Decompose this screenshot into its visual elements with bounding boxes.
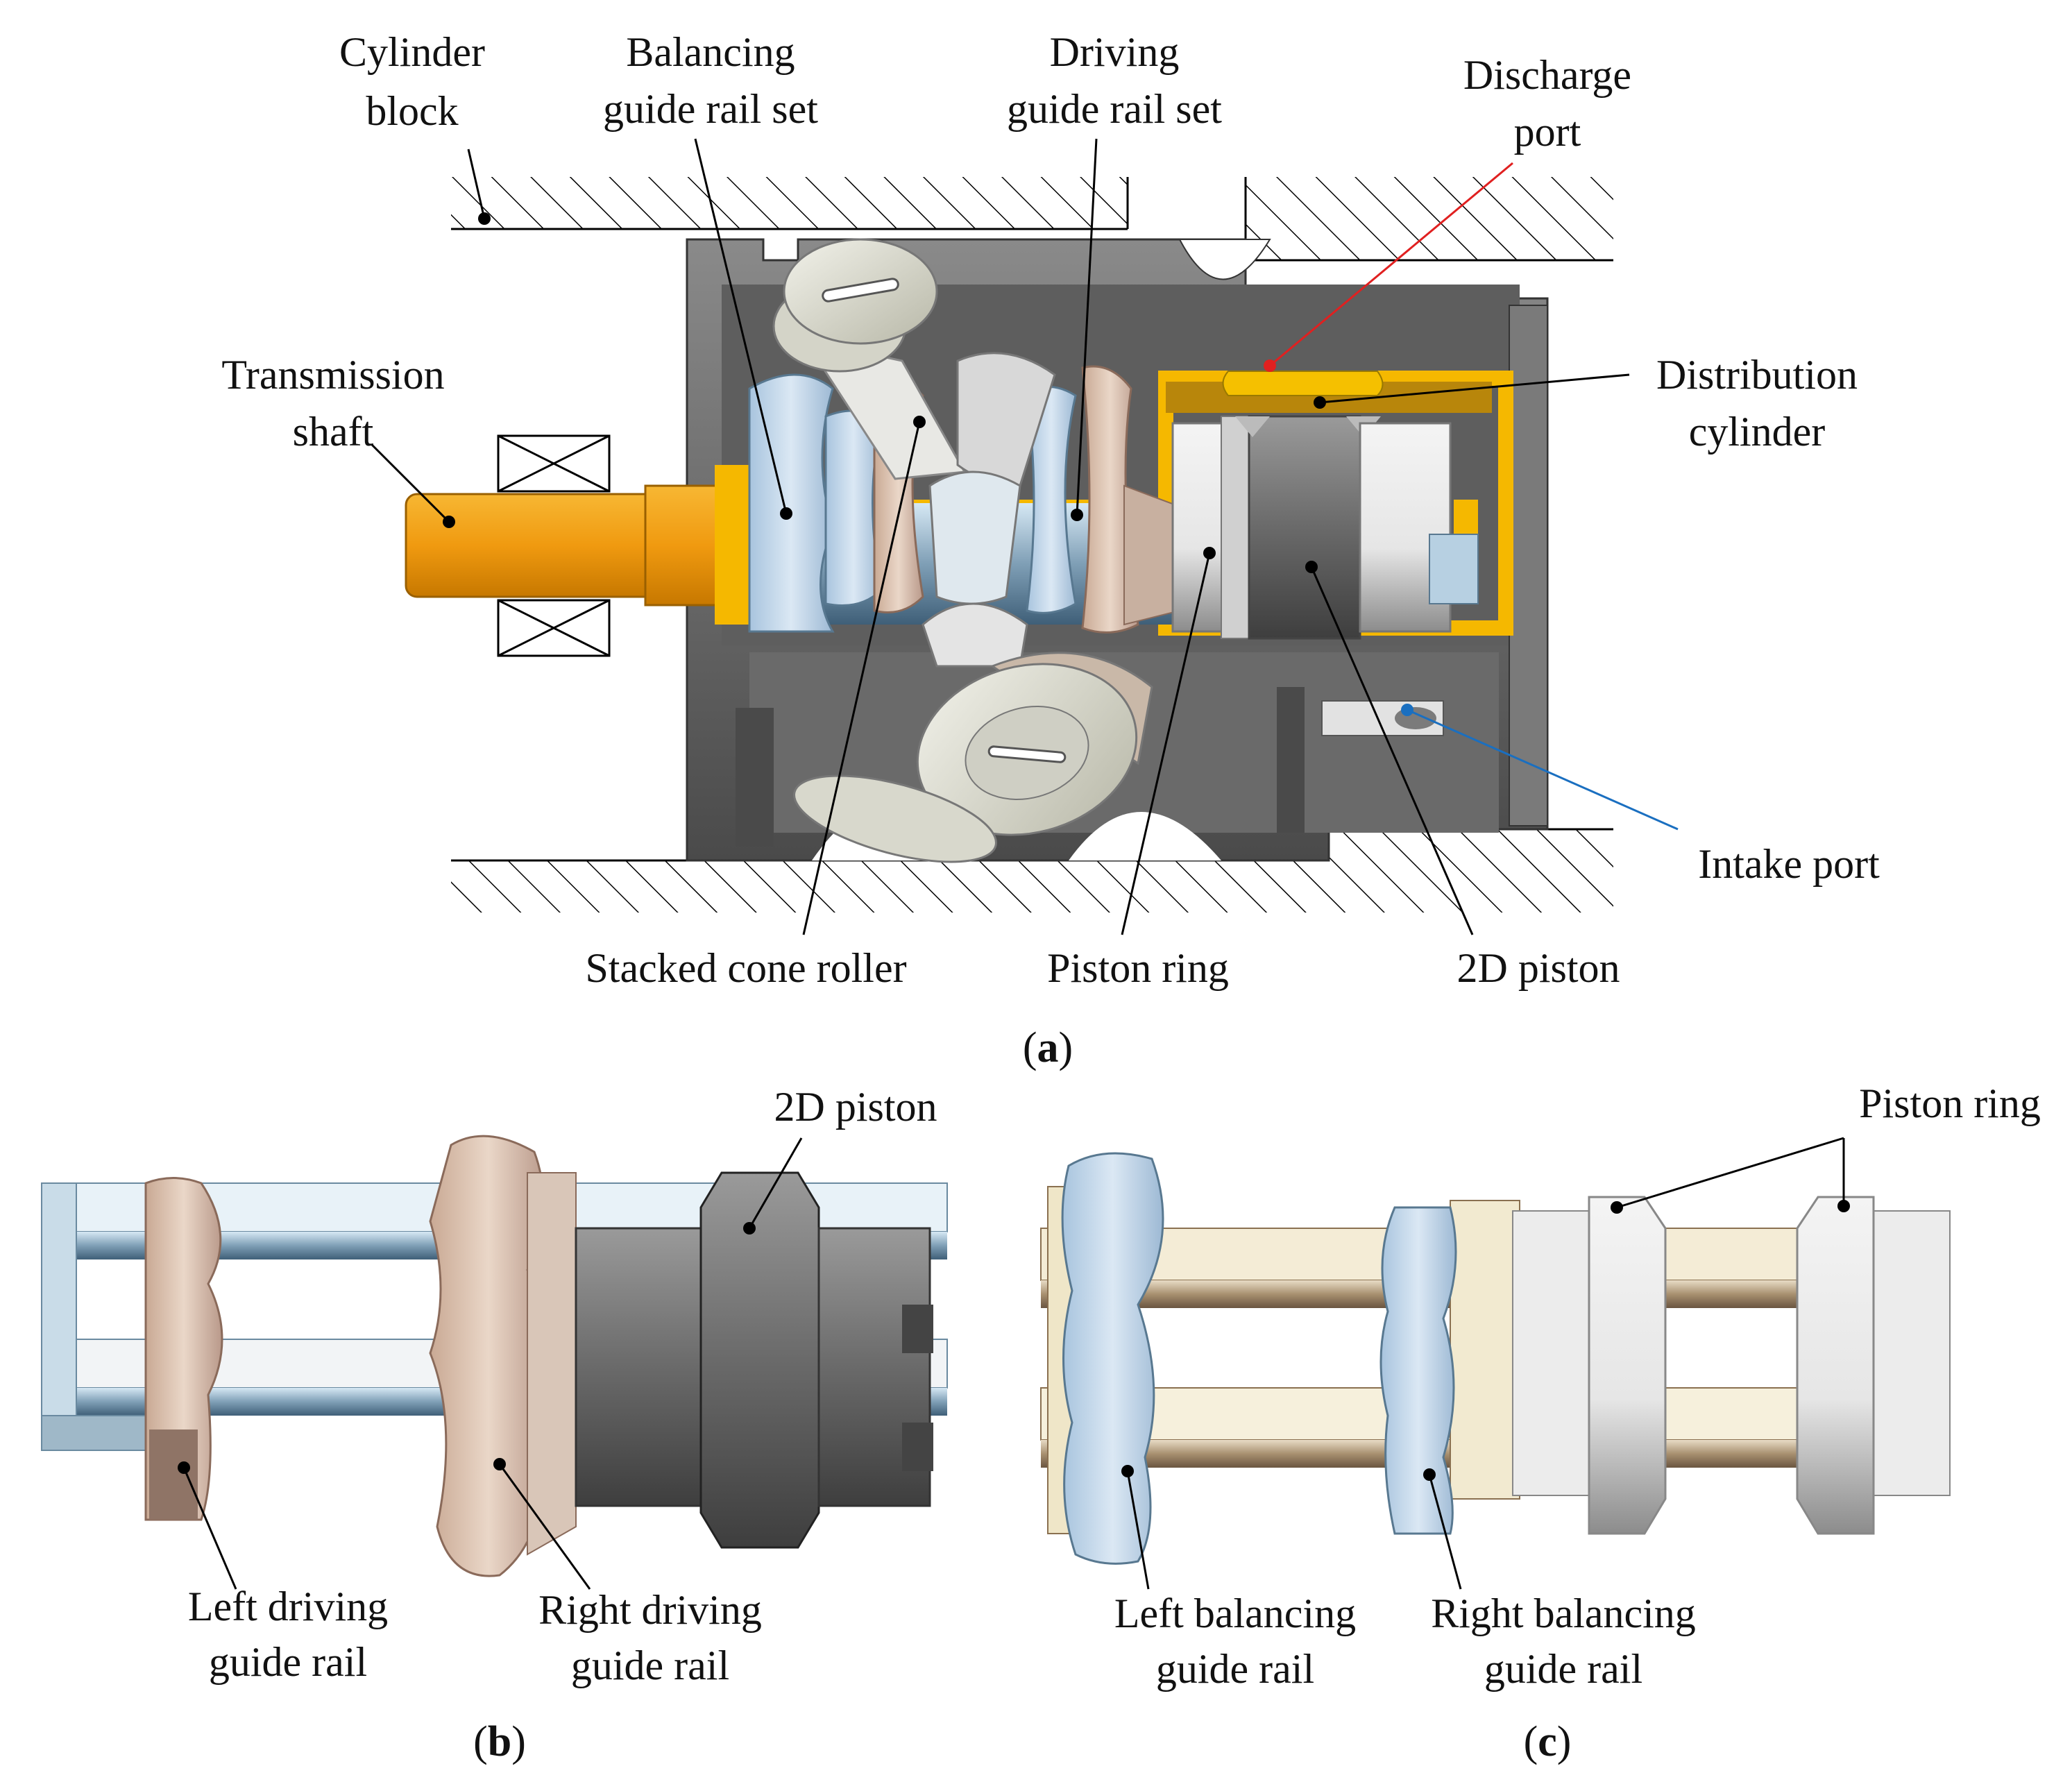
label-balancing-set-line1: Balancing <box>626 29 795 75</box>
caption-a: (a) <box>1023 1024 1073 1071</box>
caption-a-letter: a <box>1037 1024 1059 1071</box>
label-discharge-port-line2: port <box>1514 109 1581 155</box>
label-right-balancing-line1: Right balancing <box>1431 1590 1696 1636</box>
right-driving-guide-rail <box>429 1135 577 1577</box>
driving-guide-rail-set <box>1026 365 1180 634</box>
label-left-balancing-line2: guide rail <box>1156 1646 1314 1692</box>
label-piston-ring-c: Piston ring <box>1859 1080 2041 1126</box>
panel-b: 2D piston Left driving guide rail Right … <box>41 1084 948 1765</box>
caption-b-letter: b <box>488 1718 511 1765</box>
bearing-bottom <box>497 599 611 657</box>
label-right-driving-line2: guide rail <box>571 1643 729 1688</box>
stacked-cone-roller <box>772 238 1153 863</box>
discharge-port-shape <box>1222 371 1384 396</box>
caption-b: (b) <box>473 1718 526 1765</box>
left-driving-guide-rail <box>144 1177 223 1521</box>
caption-c: (c) <box>1524 1718 1572 1765</box>
balancing-guide-rail-set <box>748 373 924 633</box>
label-cylinder-block-line1: Cylinder <box>339 29 485 75</box>
label-transmission-shaft-line1: Transmission <box>221 352 444 398</box>
panel-c: Piston ring Left balancing guide rail Ri… <box>1040 1080 2041 1765</box>
label-distribution-cylinder-line2: cylinder <box>1689 409 1826 455</box>
label-left-driving-line1: Left driving <box>188 1584 388 1629</box>
2d-piston <box>1235 415 1479 640</box>
label-left-driving-line2: guide rail <box>209 1639 367 1685</box>
label-driving-set-line1: Driving <box>1050 29 1180 75</box>
2d-piston-b <box>575 1171 933 1549</box>
leaders-a <box>370 138 1679 935</box>
leaders-b <box>178 1137 803 1590</box>
label-driving-set-line2: guide rail set <box>1007 86 1222 132</box>
label-discharge-port-line1: Discharge <box>1463 52 1631 98</box>
right-balancing-guide-rail <box>1379 1206 1457 1535</box>
panel-a: Cylinder block Balancing guide rail set … <box>221 29 1880 1071</box>
piston-rings-c <box>1588 1196 1875 1535</box>
label-right-driving-line1: Right driving <box>538 1587 762 1633</box>
label-intake-port: Intake port <box>1698 841 1880 887</box>
label-2d-piston-b: 2D piston <box>774 1084 937 1130</box>
label-balancing-set-line2: guide rail set <box>603 86 818 132</box>
label-cylinder-block-line2: block <box>366 88 458 134</box>
caption-c-letter: c <box>1538 1718 1557 1765</box>
left-balancing-guide-rail <box>1061 1152 1164 1565</box>
label-right-balancing-line2: guide rail <box>1484 1646 1642 1692</box>
leaders-c <box>1121 1137 1850 1590</box>
bearing-top <box>497 434 611 493</box>
piston-ring <box>1171 416 1250 639</box>
label-distribution-cylinder-line1: Distribution <box>1656 352 1858 398</box>
label-2d-piston: 2D piston <box>1457 945 1620 991</box>
label-stacked-cone-roller: Stacked cone roller <box>585 945 906 991</box>
label-left-balancing-line1: Left balancing <box>1114 1590 1356 1636</box>
label-piston-ring: Piston ring <box>1047 945 1229 991</box>
label-transmission-shaft-line2: shaft <box>293 409 374 455</box>
